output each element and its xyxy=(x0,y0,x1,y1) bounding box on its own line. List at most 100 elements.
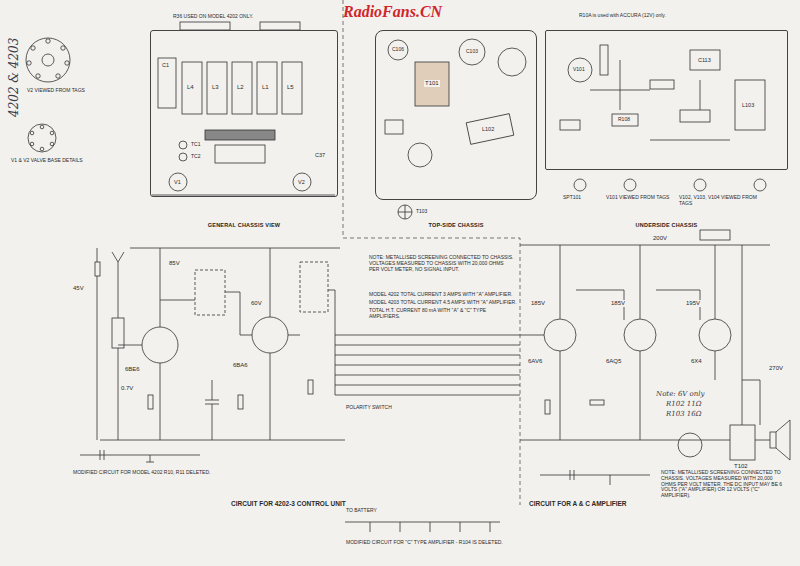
valve-base-detail xyxy=(40,125,44,129)
model-number: 4202 & 4203 xyxy=(8,37,22,118)
note: R36 USED ON MODEL 4202 ONLY. xyxy=(172,14,254,20)
handwritten-note: Note: 6V only xyxy=(655,390,706,398)
control-unit-wiring xyxy=(100,440,345,441)
voltage-label: 0.7V xyxy=(120,385,134,392)
control-unit-wiring xyxy=(95,262,100,276)
control-unit-wiring xyxy=(130,248,340,249)
control-unit-wiring xyxy=(225,292,252,335)
voltage-label: 185V xyxy=(610,300,626,307)
valve-type: 6BA6 xyxy=(232,362,249,369)
valve-base-detail xyxy=(50,131,54,135)
top-side-components xyxy=(498,48,526,76)
chassis-view: GENERAL CHASSIS VIEW xyxy=(150,30,338,232)
control-unit-wiring xyxy=(80,450,200,462)
voltage-label: 45V xyxy=(72,285,85,292)
top-side-components xyxy=(466,114,514,145)
chassis-drawing xyxy=(293,173,311,191)
switch-label: POLARITY SWITCH xyxy=(345,405,393,411)
valve-type: 6X4 xyxy=(690,358,703,365)
voltage-label: 185V xyxy=(530,300,546,307)
chassis-drawing xyxy=(179,141,187,149)
note: TOTAL H.T. CURRENT 80 mA WITH "A" & "C" … xyxy=(368,308,515,320)
underside-components xyxy=(612,114,638,126)
valve-base-detail xyxy=(28,124,56,152)
component-label: T101 xyxy=(424,80,440,87)
control-unit-wiring xyxy=(205,380,219,440)
note: NOTE: METALLISED SCREENING CONNECTED TO … xyxy=(660,470,787,499)
valve-base-detail xyxy=(26,38,70,82)
valve-base-detail xyxy=(56,74,60,78)
component-label: T103 xyxy=(415,209,428,215)
valve-label: V1 xyxy=(173,179,182,185)
chassis-drawing xyxy=(257,62,277,114)
valve-label: V2 xyxy=(297,179,306,185)
component-label: SPT101 xyxy=(562,195,582,201)
section-divider xyxy=(343,0,520,505)
chassis-drawing xyxy=(282,62,302,114)
chassis-drawing xyxy=(207,62,227,114)
voltage-label: 85V xyxy=(168,260,181,267)
underside-components xyxy=(624,179,636,191)
component-label: C1 xyxy=(161,62,170,68)
note: R10A is used with ACCURA (12V) only. xyxy=(578,13,667,19)
view-caption: GENERAL CHASSIS VIEW xyxy=(207,222,281,228)
top-side-components xyxy=(408,143,432,167)
control-unit-wiring xyxy=(252,317,288,353)
valve-base-detail xyxy=(46,39,50,43)
valve-label: V101 xyxy=(572,67,586,73)
voltage-label: 200V xyxy=(652,235,668,242)
chassis-drawing xyxy=(152,195,335,196)
chassis-outline xyxy=(545,30,788,170)
view-caption: UNDERSIDE CHASSIS xyxy=(635,222,699,228)
voltage-label: 60V xyxy=(250,300,263,307)
coil-label: L5 xyxy=(286,84,295,91)
valve-base-detail xyxy=(61,46,65,50)
terminal-label: TO BATTERY xyxy=(345,508,378,514)
control-unit-wiring xyxy=(270,248,300,440)
amplifier-wiring xyxy=(776,420,790,460)
underside-components xyxy=(650,80,674,89)
underside-components xyxy=(690,50,720,70)
valve-base-detail xyxy=(27,61,31,65)
component-label: TC2 xyxy=(190,154,201,160)
control-unit-wiring xyxy=(308,380,313,394)
control-unit-wiring xyxy=(80,248,520,532)
underside-components xyxy=(754,179,766,191)
amplifier-wiring xyxy=(755,440,770,441)
chassis-drawing xyxy=(182,62,202,114)
chassis-drawing xyxy=(179,153,187,161)
amplifier-wiring xyxy=(699,319,731,351)
valve-base-detail xyxy=(31,46,35,50)
component-label: T102 xyxy=(733,463,749,470)
amplifier-wiring xyxy=(742,245,760,425)
component-label: R108 xyxy=(617,117,631,123)
control-unit-wiring xyxy=(148,395,153,409)
control-unit-wiring xyxy=(328,290,335,395)
top-side-components xyxy=(398,205,412,219)
voltage-label: 270V xyxy=(768,365,784,372)
amplifier-wiring xyxy=(624,319,656,351)
component-label: C106 xyxy=(391,47,405,53)
chassis-outline xyxy=(150,30,338,197)
chassis-drawing xyxy=(169,173,187,191)
valve-base-detail xyxy=(36,74,40,78)
control-unit-wiring xyxy=(142,327,178,363)
amplifier-wiring xyxy=(590,400,604,405)
amplifier-wiring xyxy=(520,440,730,441)
amplifier-wiring xyxy=(730,425,755,460)
top-side-components xyxy=(398,205,412,219)
handwritten-note: R103 16Ω xyxy=(665,410,703,418)
section-title: CIRCUIT FOR A & C AMPLIFIER xyxy=(528,500,628,507)
valve-base-detail xyxy=(30,131,34,135)
amplifier-wiring xyxy=(560,245,624,440)
valve-base-detail xyxy=(30,142,34,146)
amplifier-wiring xyxy=(544,319,576,351)
coil-label: L1 xyxy=(261,84,270,91)
valve-base-detail xyxy=(65,61,69,65)
coil-label: L3 xyxy=(211,84,220,91)
amplifier-wiring xyxy=(540,470,650,485)
chassis-drawing xyxy=(260,22,300,30)
valve-type: 6AQ5 xyxy=(605,358,622,365)
amplifier-wiring xyxy=(715,245,716,380)
